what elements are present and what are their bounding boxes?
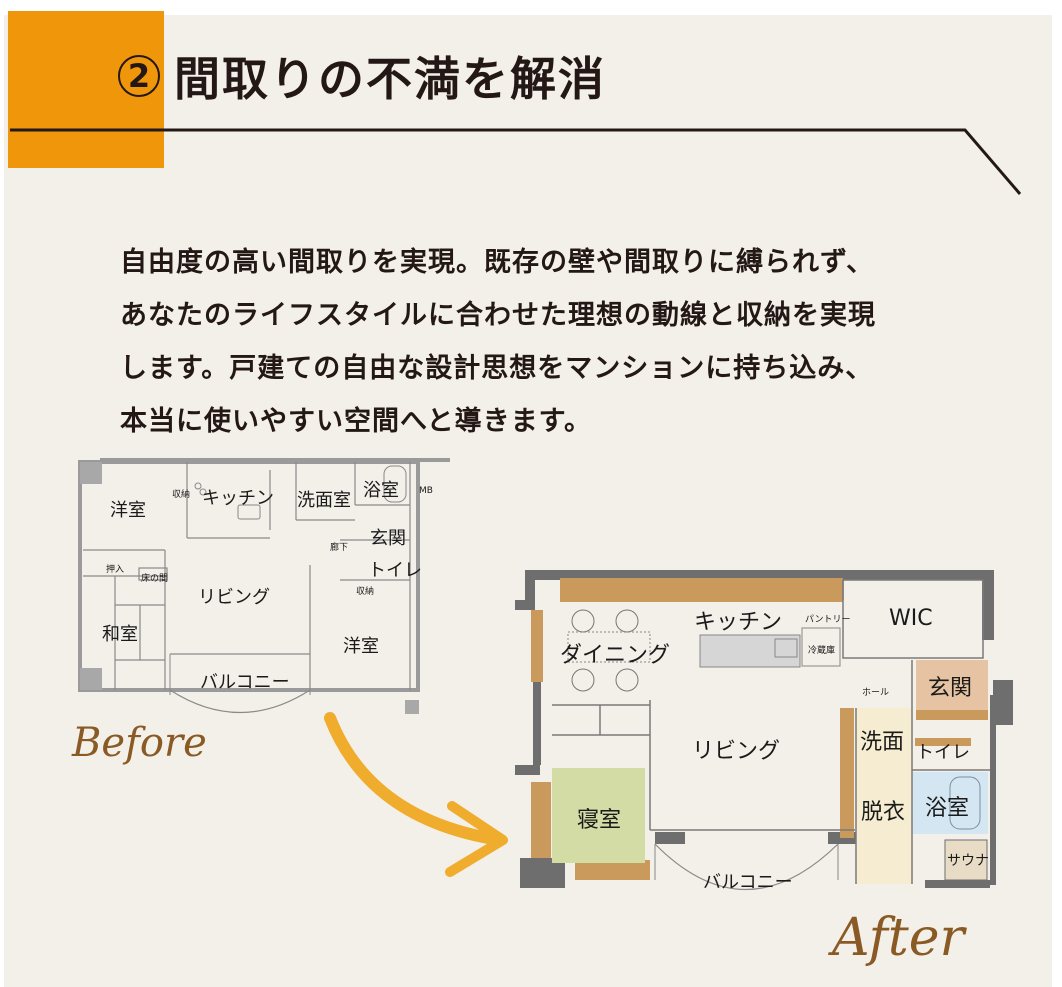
description-line: あなたのライフスタイルに合わせた理想の動線と収納を実現	[120, 300, 876, 331]
description-line: します。戸建ての自由な設計思想をマンションに持ち込み、	[120, 353, 874, 384]
section-title: 間取りの不満を解消	[174, 52, 606, 106]
description-text: 自由度の高い間取りを実現。既存の壁や間取りに縛られず、 あなたのライフスタイルに…	[120, 236, 980, 448]
description-line: 本当に使いやすい空間へと導きます。	[120, 406, 592, 437]
section-heading: 2 間取りの不満を解消	[118, 46, 606, 106]
section-number-badge: 2	[118, 55, 160, 97]
description-line: 自由度の高い間取りを実現。既存の壁や間取りに縛られず、	[120, 247, 875, 278]
